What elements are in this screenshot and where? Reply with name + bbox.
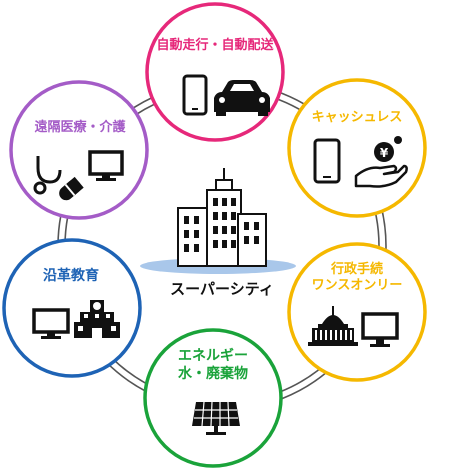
yen-coin-hand-icon: ¥ — [354, 136, 408, 188]
node-label-admin-line-1: 行政手続 — [330, 262, 383, 277]
node-label-cashless-line-1: キャッシュレス — [311, 110, 403, 125]
node-circle-medical — [9, 80, 149, 220]
node-label-energy-line-1: エネルギー — [178, 348, 248, 364]
smartphone-icon — [182, 74, 208, 116]
solar-panel-icon — [192, 401, 240, 435]
center-label: スーパーシティ — [142, 280, 302, 299]
pill-icon — [59, 176, 84, 201]
node-label-admin-line-2: ワンスオンリー — [311, 278, 403, 294]
node-label-energy-line-2: 水・廃棄物 — [178, 365, 248, 382]
node-label-education-line-1: 沿革教育 — [43, 268, 99, 284]
school-building-icon — [74, 300, 120, 338]
monitor-icon — [361, 312, 399, 347]
car-icon — [214, 80, 270, 116]
node-circle-autonomous — [145, 2, 285, 142]
node-label-autonomous-line-1: 自動走行・自動配送 — [156, 38, 274, 53]
center-label-text: スーパーシティ — [170, 280, 274, 298]
node-label-autonomous: 自動走行・自動配送 — [145, 38, 285, 54]
node-circle-energy — [143, 328, 283, 468]
city-buildings-icon — [140, 168, 296, 274]
node-label-medical: 遠隔医療・介護 — [10, 120, 150, 136]
stethoscope-icon — [33, 156, 62, 195]
monitor-icon — [88, 150, 124, 181]
node-label-education: 沿革教育 — [16, 268, 126, 286]
monitor-icon — [32, 308, 70, 339]
node-label-cashless: キャッシュレス — [292, 110, 422, 126]
node-label-medical-line-1: 遠隔医療・介護 — [34, 120, 126, 135]
capitol-building-icon — [308, 306, 358, 346]
node-label-energy: エネルギー 水・廃棄物 — [153, 348, 273, 383]
node-circle-cashless — [287, 78, 427, 218]
node-label-admin: 行政手続 ワンスオンリー — [297, 262, 417, 295]
node-circle-education — [2, 238, 142, 378]
smartphone-icon — [313, 138, 341, 184]
svg-text:¥: ¥ — [380, 146, 389, 160]
